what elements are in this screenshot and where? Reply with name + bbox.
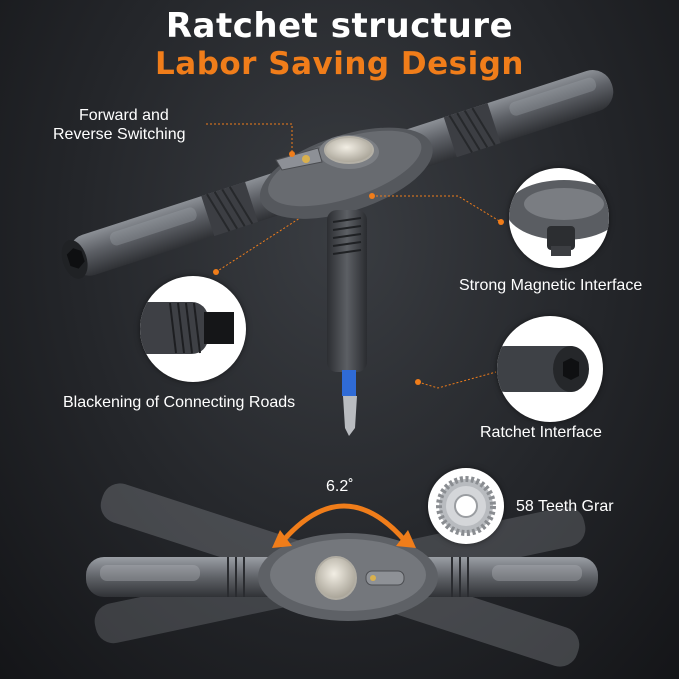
ratchet-socket-illustration	[497, 346, 589, 392]
headline: Ratchet structure	[165, 6, 514, 46]
teeth-label: 58 Teeth Grar	[516, 498, 614, 515]
forward-reverse-label-line2: Reverse Switching	[53, 126, 186, 143]
gear-callout	[428, 468, 504, 544]
magnetic-interface-label: Strong Magnetic Interface	[459, 277, 643, 294]
hex-bit-icon	[140, 302, 234, 354]
subheadline: Labor Saving Design	[155, 46, 524, 82]
blackening-callout	[140, 276, 246, 382]
forward-reverse-label-line1: Forward and	[79, 107, 169, 124]
blackening-label: Blackening of Connecting Roads	[63, 394, 296, 411]
magnetic-closeup-illustration	[509, 180, 609, 256]
ratchet-interface-label: Ratchet Interface	[480, 424, 602, 441]
angle-label: 6.2˚	[326, 478, 354, 495]
magnetic-interface-callout	[509, 168, 609, 268]
gear-icon	[436, 476, 496, 536]
ratchet-interface-callout	[497, 316, 603, 422]
forward-reverse-label: Forward and Reverse Switching	[53, 106, 186, 144]
